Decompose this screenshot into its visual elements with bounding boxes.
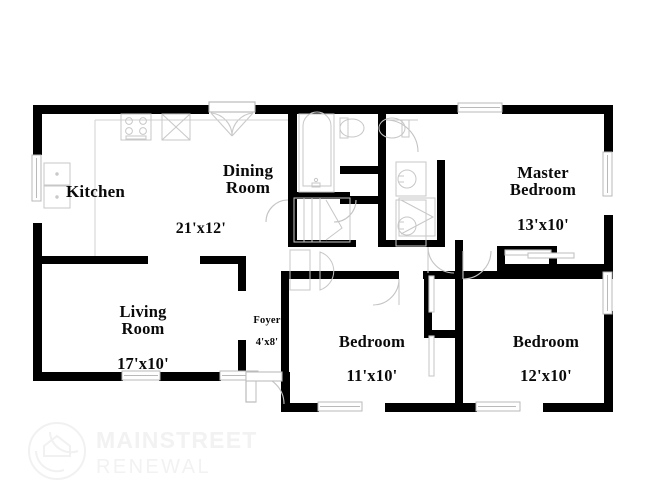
range-stove	[120, 113, 152, 141]
room-label-bedroom-2: Bedroom 12'x10'	[474, 316, 618, 402]
room-dims-bedroom-1: 11'x10'	[346, 366, 398, 386]
kitchen-fixtures	[43, 113, 288, 256]
watermark-logo-icon	[28, 422, 86, 480]
room-label-master-bedroom: Master Bedroom 13'x10'	[472, 147, 614, 250]
room-name-dining-room: Dining Room	[222, 160, 274, 198]
room-label-living-room: Living Room 17'x10'	[78, 286, 208, 389]
room-dims-master-bedroom: 13'x10'	[517, 214, 569, 234]
toilet	[289, 249, 335, 291]
toilet	[378, 117, 410, 139]
room-name-bedroom-2: Bedroom	[512, 332, 580, 352]
doors	[208, 101, 575, 405]
bath-fixtures	[289, 111, 436, 291]
room-label-dining-room: Dining Room	[190, 144, 306, 215]
room-dims-living-room: 17'x10'	[117, 353, 169, 373]
toilet	[339, 117, 365, 139]
watermark-line1: MAINSTREET	[96, 427, 258, 453]
watermark-line2: RENEWAL	[96, 456, 211, 478]
room-dims-kitchen: 21'x12'	[175, 219, 226, 237]
room-name-foyer: Foyer	[253, 314, 281, 326]
shower	[398, 197, 436, 237]
room-name-kitchen: Kitchen	[66, 181, 126, 201]
bathtub	[298, 113, 335, 193]
room-name-living-room: Living Room	[119, 302, 167, 339]
room-dims-foyer: 4'x8'	[255, 336, 279, 348]
windows	[31, 102, 613, 412]
room-name-bedroom-1: Bedroom	[338, 332, 406, 352]
refrigerator	[43, 162, 71, 186]
room-name-master-bedroom: Master Bedroom	[509, 163, 577, 200]
room-label-kitchen: Kitchen 21'x12'	[44, 166, 244, 254]
room-label-foyer: Foyer 4'x8'	[238, 305, 296, 360]
room-label-bedroom-1: Bedroom 11'x10'	[300, 316, 444, 402]
mainstreet-renewal-watermark: MAINSTREET RENEWAL	[28, 422, 258, 480]
water-heater-closet	[293, 197, 351, 243]
vanity-sink	[395, 161, 427, 197]
room-dims-bedroom-2: 12'x10'	[520, 366, 572, 386]
kitchen-sink	[161, 113, 191, 141]
